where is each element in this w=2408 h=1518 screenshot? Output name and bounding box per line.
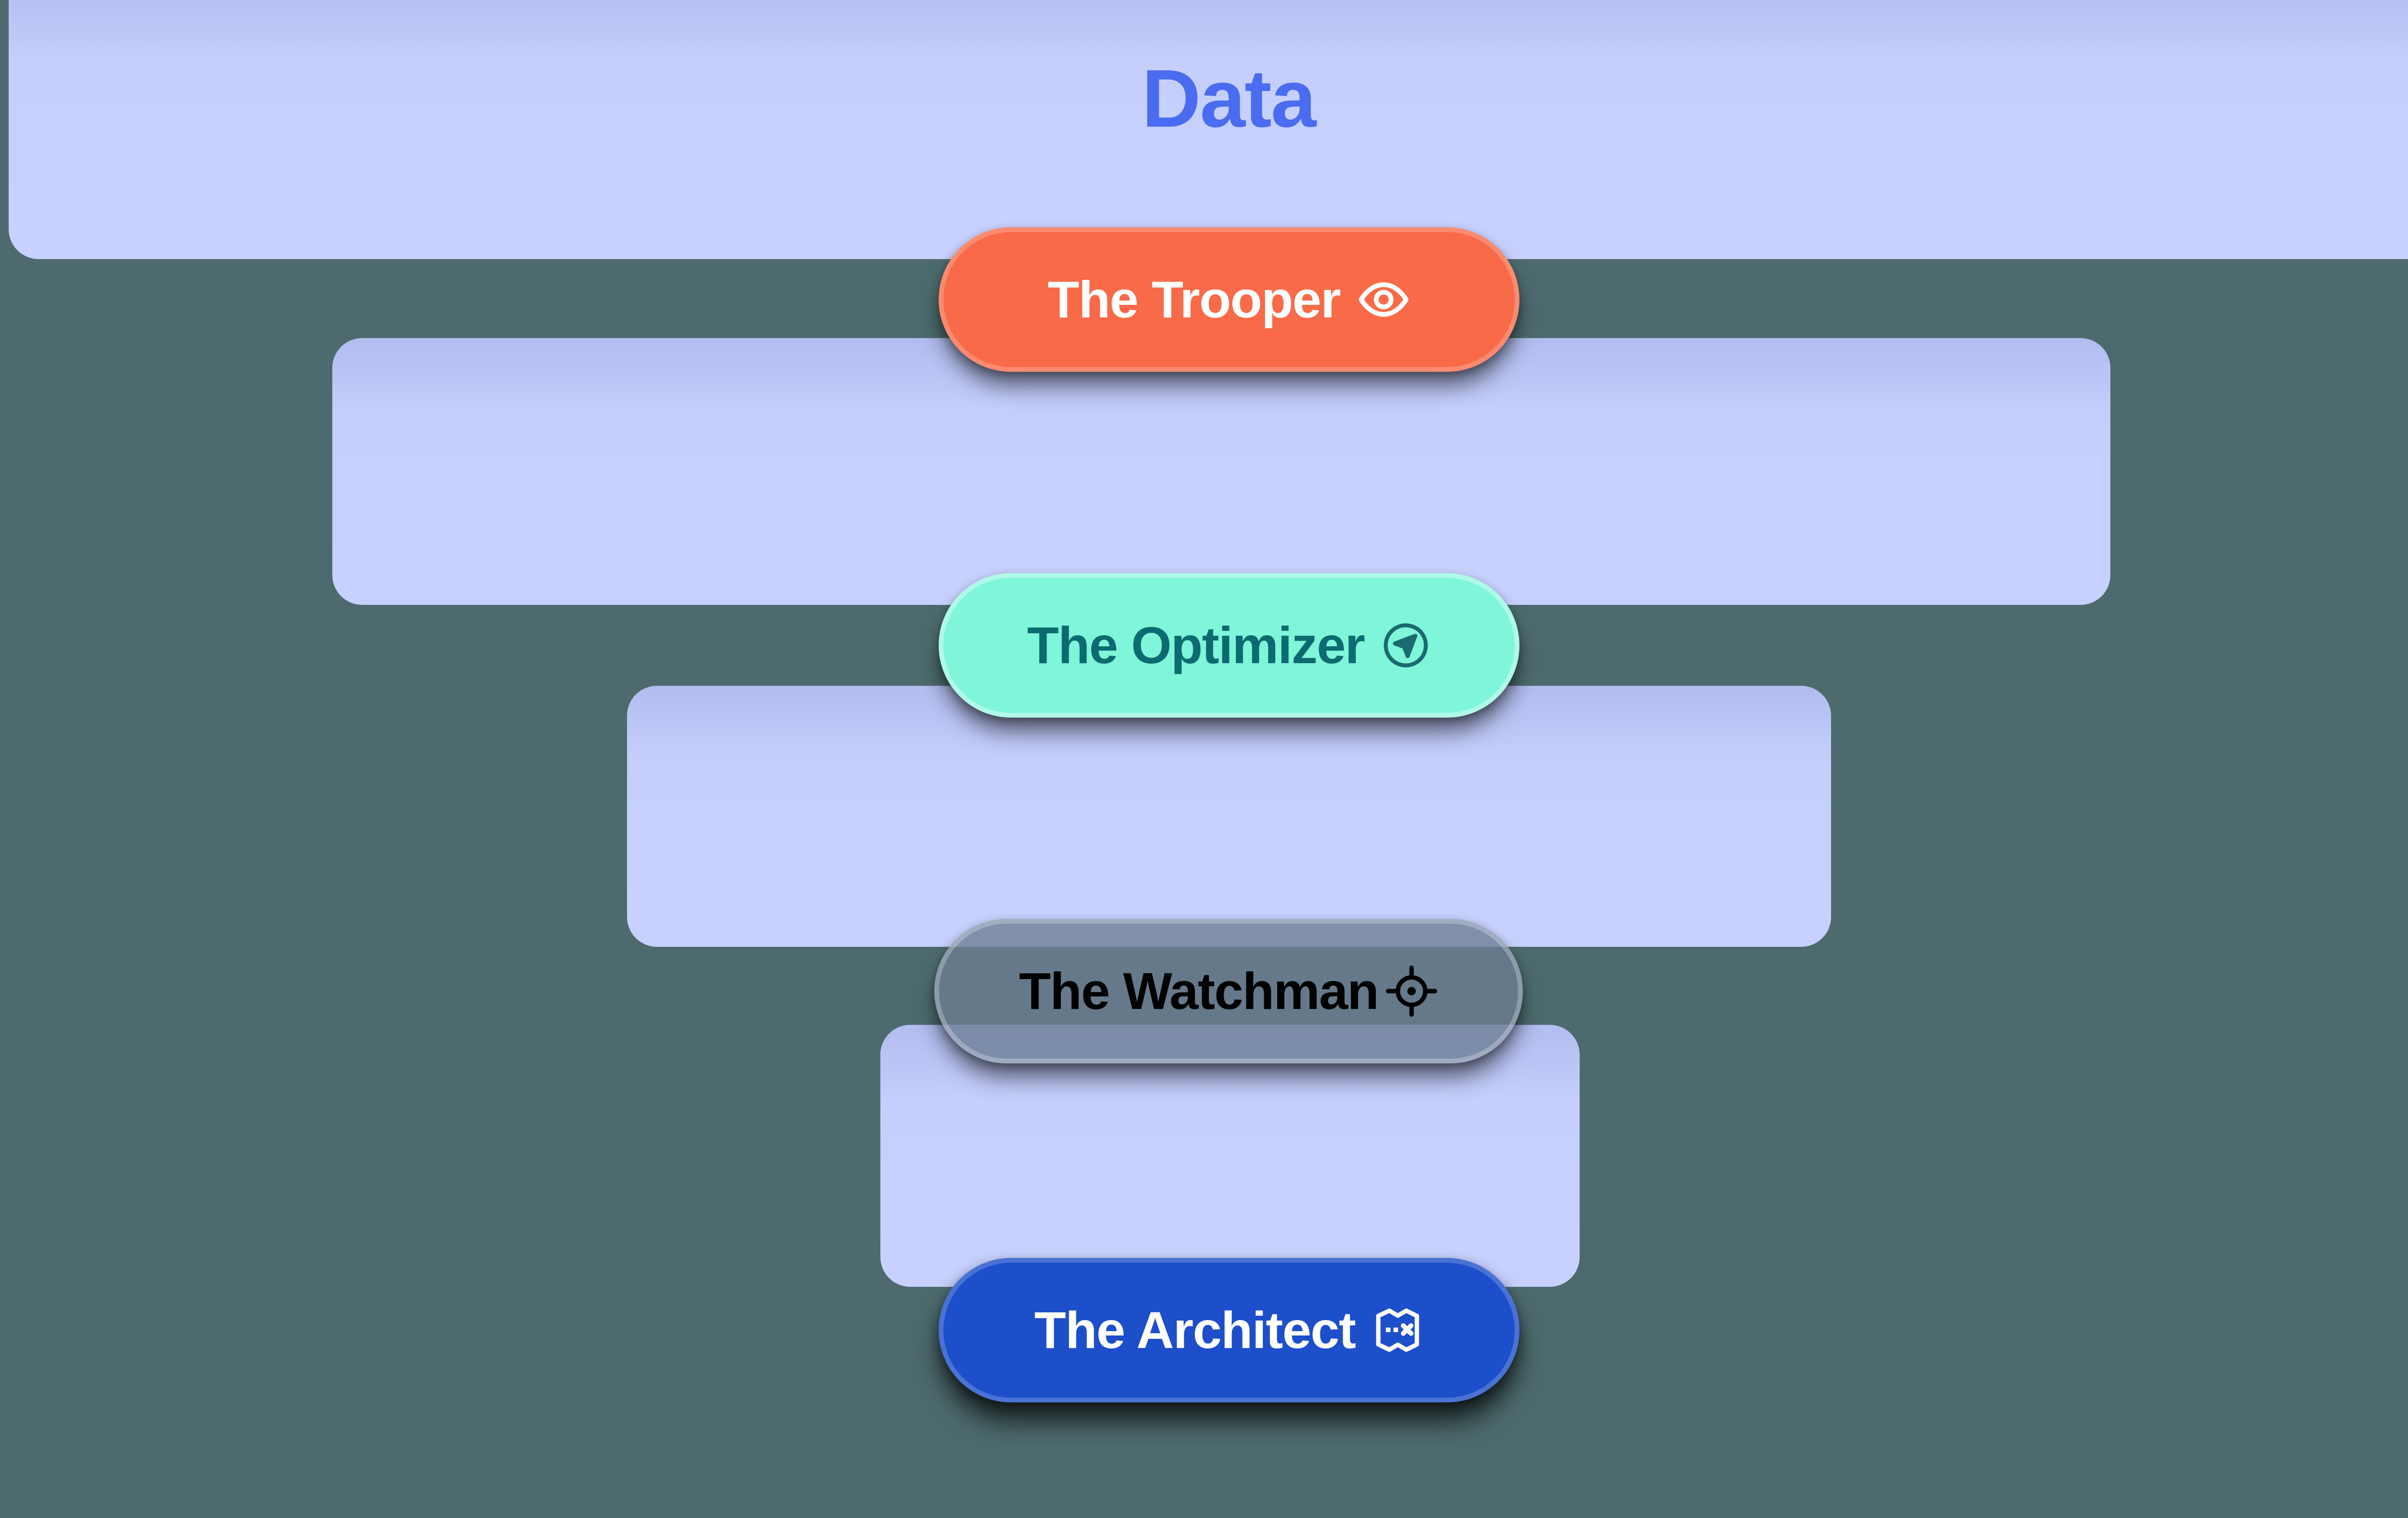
funnel-title: Data: [1141, 53, 1316, 144]
funnel-bar-stage-1: [9, 0, 2408, 259]
stage-label-watchman: The Watchman: [1019, 962, 1379, 1020]
stage-pill-optimizer[interactable]: The Optimizer: [939, 573, 1519, 718]
treasure-map-icon: [1372, 1304, 1424, 1356]
funnel-bar-stage-4: [880, 1025, 1580, 1287]
stage-label-optimizer: The Optimizer: [1027, 616, 1365, 674]
stage-label-trooper: The Trooper: [1047, 270, 1341, 328]
stage-label-architect: The Architect: [1034, 1301, 1356, 1359]
crosshair-target-icon: [1385, 965, 1438, 1018]
stage-pill-architect[interactable]: The Architect: [939, 1258, 1519, 1402]
stage-pill-trooper[interactable]: The Trooper: [939, 227, 1519, 372]
eye-icon: [1357, 273, 1411, 327]
funnel-bar-stage-3: [627, 686, 1831, 947]
navigation-compass-icon: [1381, 620, 1431, 670]
funnel-bar-stage-2: [332, 338, 2110, 605]
stage-pill-watchman[interactable]: The Watchman: [934, 919, 1523, 1063]
